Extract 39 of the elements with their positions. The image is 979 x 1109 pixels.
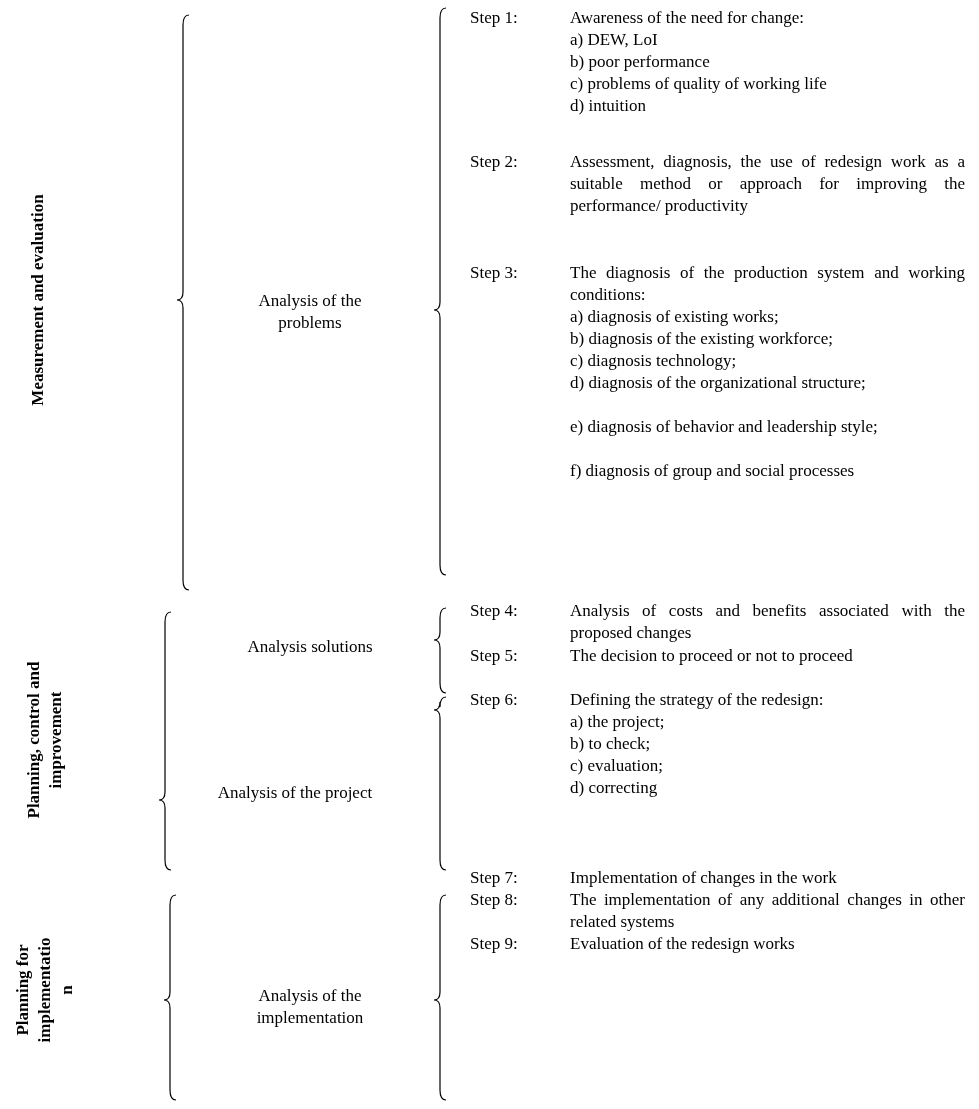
step-description: The diagnosis of the production system and working conditions: [570, 262, 965, 306]
step-description: c) diagnosis technology; [570, 350, 738, 372]
step-description: d) diagnosis of the organizational structure; [570, 372, 867, 394]
step-description: The implementation of any additional changes in other related systems [570, 889, 965, 933]
step-number: Step 1: [470, 7, 518, 29]
step-description: Assessment, diagnosis, the use of redesign work as a suitable method or approach for improving the performance/ productivity [570, 151, 965, 217]
step-number: Step 5: [470, 645, 518, 667]
step-description: Awareness of the need for change: [570, 7, 805, 29]
step-description: a) the project; [570, 711, 666, 733]
step-number: Step 2: [470, 151, 518, 173]
step-description: d) intuition [570, 95, 648, 117]
step-description: c) problems of quality of working life [570, 73, 828, 95]
step-number: Step 8: [470, 889, 518, 911]
step-description: Defining the strategy of the redesign: [570, 689, 825, 711]
step-description: a) diagnosis of existing works; [570, 306, 780, 328]
step-description: f) diagnosis of group and social processes [570, 460, 856, 482]
section-heading: Planning, control and improvement [23, 660, 66, 821]
step-number: Step 3: [470, 262, 518, 284]
step-number: Step 6: [470, 689, 518, 711]
step-number: Step 4: [470, 600, 518, 622]
stage-label: Analysis of the implementation [255, 985, 365, 1029]
step-description: Analysis of costs and benefits associated with the proposed changes [570, 600, 965, 644]
step-description: e) diagnosis of behavior and leadership style; [570, 416, 879, 438]
step-description: b) poor performance [570, 51, 711, 73]
stage-label: Analysis of the project [216, 782, 374, 804]
step-description: a) DEW, LoI [570, 29, 659, 51]
step-description: Evaluation of the redesign works [570, 933, 796, 955]
stage-label: Analysis solutions [246, 636, 374, 658]
step-description: d) correcting [570, 777, 659, 799]
step-number: Step 7: [470, 867, 518, 889]
section-heading: Planning for implementation [12, 936, 77, 1045]
step-description: The decision to proceed or not to proceed [570, 645, 854, 667]
section-heading: Measurement and evaluation [27, 193, 48, 408]
step-number: Step 9: [470, 933, 518, 955]
step-description: c) evaluation; [570, 755, 664, 777]
stage-label: Analysis of the problems [257, 290, 363, 334]
step-description: b) diagnosis of the existing workforce; [570, 328, 834, 350]
step-description: b) to check; [570, 733, 652, 755]
step-description: Implementation of changes in the work [570, 867, 838, 889]
